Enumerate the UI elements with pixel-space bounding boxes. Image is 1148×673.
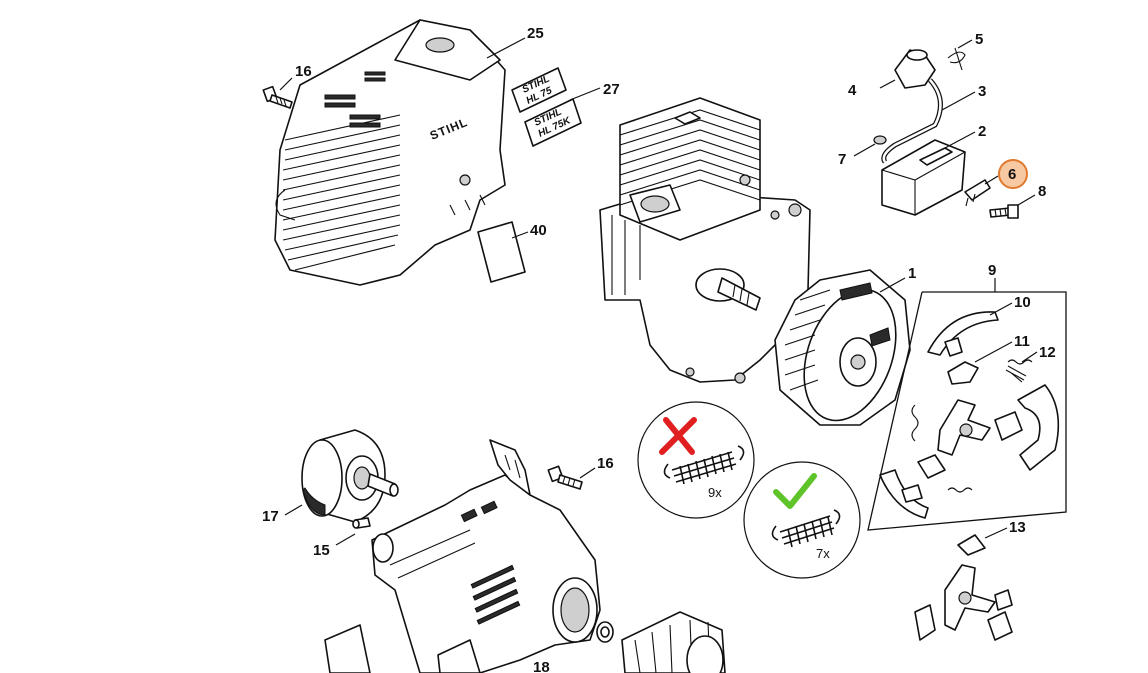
callout-40[interactable]: 40 — [511, 222, 547, 239]
screw-16-bottom — [547, 465, 583, 490]
svg-text:25: 25 — [527, 25, 544, 42]
right-spring-note: 7x — [743, 461, 861, 579]
svg-text:11: 11 — [1014, 333, 1030, 350]
rubber-sleeve-18 — [621, 611, 726, 673]
screw-8 — [989, 204, 1019, 219]
callout-9[interactable]: 9 — [988, 262, 996, 292]
cross-mark-icon — [659, 417, 697, 455]
callout-2[interactable]: 2 — [944, 123, 986, 149]
clutch-assembly-box — [867, 291, 1067, 531]
callout-13[interactable]: 13 — [984, 519, 1026, 539]
callout-5[interactable]: 5 — [957, 31, 983, 49]
svg-text:3: 3 — [978, 83, 986, 100]
callout-12[interactable]: 12 — [1021, 344, 1056, 363]
flywheel-part — [774, 269, 911, 426]
svg-text:18: 18 — [533, 659, 550, 673]
svg-text:16: 16 — [295, 63, 312, 80]
pin-15 — [352, 517, 371, 529]
blank-decal-40 — [477, 221, 526, 283]
spark-plug-boot-4 — [894, 49, 936, 89]
ignition-module-2 — [881, 139, 966, 216]
clutch-drum-17 — [301, 429, 399, 523]
svg-text:1: 1 — [908, 265, 916, 282]
svg-text:2: 2 — [978, 123, 986, 140]
callout-27[interactable]: 27 — [569, 81, 620, 101]
svg-text:12: 12 — [1039, 344, 1056, 361]
spring-clip-5 — [947, 47, 966, 71]
clutch-carrier-11 — [947, 361, 979, 385]
callout-25[interactable]: 25 — [486, 25, 544, 59]
clutch-kit-13 — [914, 534, 1013, 641]
svg-text:40: 40 — [530, 222, 547, 239]
snap-ring — [596, 621, 614, 643]
wrong-spring-note: 9x — [637, 401, 755, 519]
check-mark-icon — [773, 473, 817, 509]
callout-1[interactable]: 1 — [879, 265, 916, 293]
callout-4[interactable]: 4 — [848, 79, 896, 99]
svg-text:10: 10 — [1014, 294, 1031, 311]
wrong-spring-qty: 9x — [708, 485, 722, 500]
callout-16-bottom[interactable]: 16 — [579, 455, 614, 479]
short-circuit-wire-6 — [964, 179, 991, 207]
gear-housing — [324, 439, 601, 673]
callout-11[interactable]: 11 — [974, 333, 1030, 363]
svg-text:7: 7 — [838, 151, 846, 168]
clutch-internals — [879, 384, 1060, 519]
svg-text:27: 27 — [603, 81, 620, 98]
svg-text:6: 6 — [1008, 166, 1016, 183]
engine-block — [599, 97, 811, 384]
svg-text:5: 5 — [975, 31, 983, 48]
svg-text:16: 16 — [597, 455, 614, 472]
callout-3[interactable]: 3 — [941, 83, 986, 111]
right-spring-qty: 7x — [816, 546, 830, 561]
spring-coil-9 — [663, 445, 745, 485]
callout-6[interactable]: 6 — [984, 159, 1028, 189]
svg-text:4: 4 — [848, 82, 857, 99]
callout-10[interactable]: 10 — [989, 294, 1031, 316]
screw-16-top — [262, 85, 293, 109]
callout-16-top[interactable]: 16 — [279, 63, 312, 91]
callout-8[interactable]: 8 — [1017, 183, 1046, 206]
callout-15[interactable]: 15 — [313, 533, 356, 559]
callout-17[interactable]: 17 — [262, 504, 303, 525]
highlight-circle-6[interactable] — [998, 159, 1028, 189]
shroud-part: STIHL — [274, 19, 506, 286]
ignition-lead-3 — [881, 78, 943, 164]
tension-spring-12 — [1005, 359, 1033, 383]
svg-text:15: 15 — [313, 542, 330, 559]
spring-coil-7 — [771, 509, 841, 548]
clutch-shoe-10 — [927, 311, 999, 357]
callout-7[interactable]: 7 — [838, 143, 876, 168]
svg-text:9: 9 — [988, 262, 996, 279]
washer-7 — [873, 135, 887, 145]
svg-text:17: 17 — [262, 508, 279, 525]
svg-text:8: 8 — [1038, 183, 1046, 200]
svg-text:13: 13 — [1009, 519, 1026, 536]
callout-18[interactable]: 18 — [533, 659, 550, 673]
